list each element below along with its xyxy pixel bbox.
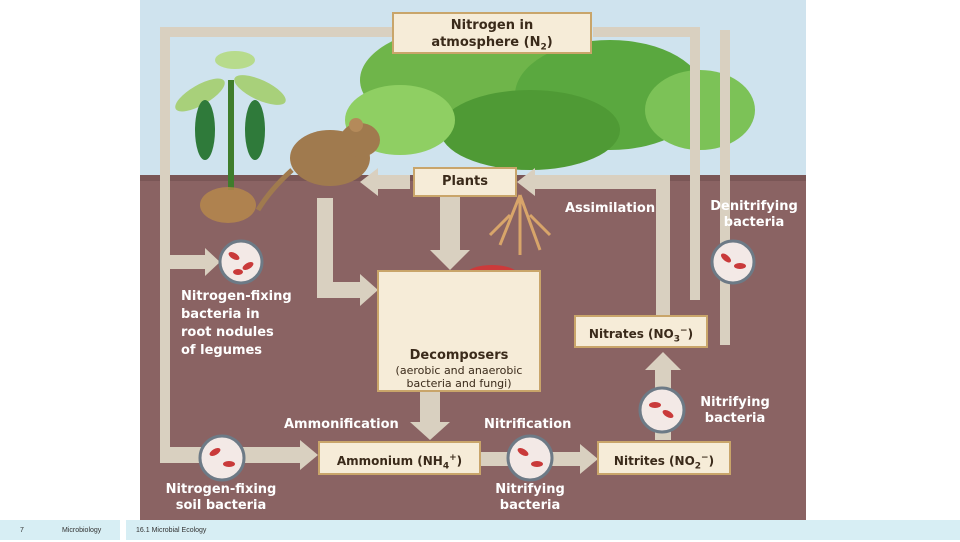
ammonium-box: Ammonium (NH4+) <box>318 441 481 475</box>
nitrification-label: Nitrification <box>484 417 572 432</box>
nitrogen-fixing-soil-label: Nitrogen-fixing soil bacteria <box>165 482 277 513</box>
decomposers-line2: bacteria and fungi) <box>406 377 512 390</box>
footer-mid-band <box>126 520 960 540</box>
assimilation-label: Assimilation <box>565 201 656 216</box>
slide-footer: 7 Microbiology 16.1 Microbial Ecology <box>0 520 960 540</box>
bacteria-circle-soil <box>198 434 246 482</box>
arrow-animal-to-decomposers <box>317 198 378 306</box>
arrow-root-fixers-to-plants <box>170 248 220 276</box>
bacteria-circle-root <box>218 239 264 285</box>
legume-plant-illustration <box>175 51 286 223</box>
atmosphere-line1: Nitrogen in <box>450 18 534 33</box>
atmosphere-line2: atmosphere (N2) <box>431 35 553 53</box>
nitrifying-lower-label: Nitrifying bacteria <box>495 482 565 513</box>
decomposers-line1: (aerobic and anaerobic <box>395 364 523 377</box>
nitrites-box: Nitrites (NO2−) <box>597 441 731 475</box>
footer-course: Microbiology <box>62 527 102 534</box>
mouse-illustration <box>255 118 380 212</box>
denitrifying-label: Denitrifying bacteria <box>710 199 798 230</box>
bacteria-circle-nitrifying-upper <box>638 386 686 434</box>
arrow-decomposers-to-ammonium <box>410 392 450 440</box>
decomposers-box: Decomposers (aerobic and anaerobic bacte… <box>377 270 541 392</box>
decomposers-title: Decomposers <box>409 348 509 363</box>
atmosphere-box: Nitrogen in atmosphere (N2) <box>392 12 592 54</box>
plants-label: Plants <box>442 174 488 189</box>
bacteria-circle-denitrifying <box>710 239 756 285</box>
bacteria-circle-nitrifying-lower <box>506 434 554 482</box>
nitrogen-fixing-root-label: Nitrogen-fixing bacteria in root nodules… <box>181 289 292 358</box>
ammonification-label: Ammonification <box>284 417 399 432</box>
nitrates-box: Nitrates (NO3−) <box>574 315 708 348</box>
arrow-plants-to-decomposers <box>430 195 470 270</box>
arrow-assimilation-to-plants <box>517 168 670 315</box>
footer-left-band <box>0 520 120 540</box>
footer-section: 16.1 Microbial Ecology <box>136 527 207 534</box>
arrow-denitrifying-up <box>720 30 730 345</box>
nitrifying-upper-label: Nitrifying bacteria <box>700 395 770 426</box>
arrow-to-plants-left <box>360 168 410 196</box>
roots-illustration <box>488 194 552 255</box>
plants-box: Plants <box>413 167 517 197</box>
footer-page-number: 7 <box>20 527 24 534</box>
